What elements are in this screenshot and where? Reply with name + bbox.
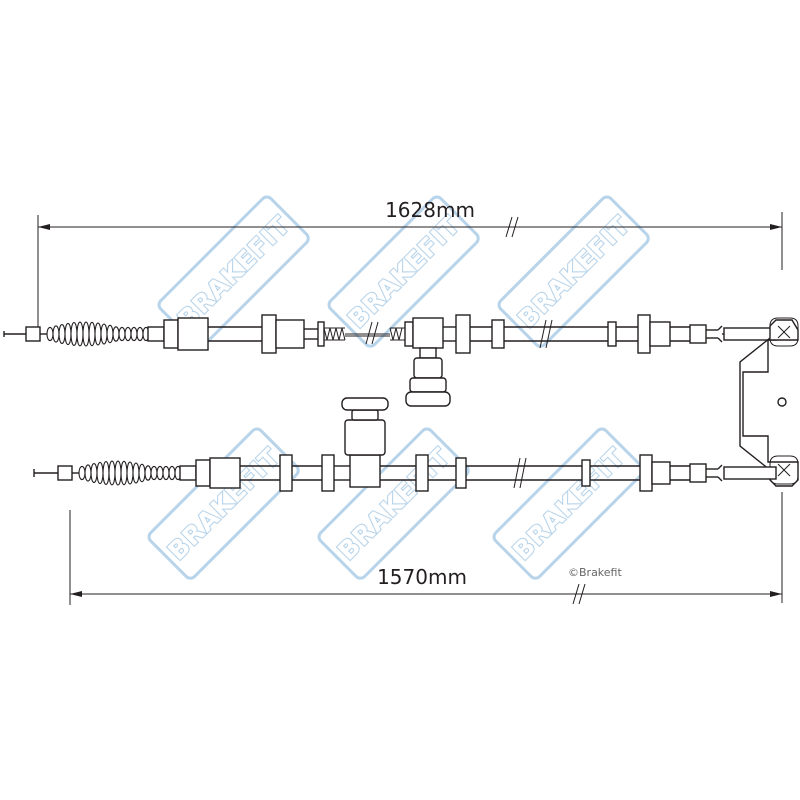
watermark-logo: BRAKEFIT xyxy=(317,427,470,580)
bellows-ring xyxy=(126,461,134,485)
bottom-dimension: 1570mm xyxy=(69,492,783,605)
bellows-ring xyxy=(96,461,104,485)
bellows-ring xyxy=(168,465,176,481)
bellows-ring xyxy=(76,321,84,347)
bellows-ring xyxy=(78,465,86,481)
bellows-ring xyxy=(162,465,170,481)
bottom-dimension-label: 1570mm xyxy=(377,565,467,589)
watermark-logo: BRAKEFIT xyxy=(492,427,645,580)
bellows-ring xyxy=(70,322,78,346)
bellows-ring xyxy=(124,326,132,342)
bellows-ring xyxy=(144,465,152,481)
bellows-ring xyxy=(150,465,158,481)
bellows-ring xyxy=(138,463,146,483)
bellows-ring xyxy=(94,322,102,346)
top-dimension: 1628mm xyxy=(37,198,783,332)
top-cable xyxy=(3,314,777,407)
top-dimension-label: 1628mm xyxy=(385,198,475,222)
bellows-ring xyxy=(108,460,116,486)
bellows-ring xyxy=(120,460,128,486)
bellows-ring xyxy=(52,325,60,343)
bellows-ring xyxy=(156,465,164,481)
bellows-ring xyxy=(132,462,140,484)
bellows-ring xyxy=(114,460,122,486)
bellows-ring xyxy=(90,463,98,483)
watermark-logo: BRAKEFIT xyxy=(497,195,650,348)
bellows-ring xyxy=(58,324,66,344)
bellows-ring xyxy=(102,461,110,485)
bellows-ring xyxy=(118,326,126,342)
bellows-ring xyxy=(88,321,96,347)
bellows-ring xyxy=(136,326,144,342)
bellows-ring xyxy=(130,326,138,342)
bellows-ring xyxy=(84,464,92,482)
bellows-ring xyxy=(106,324,114,344)
mounting-bracket xyxy=(739,317,799,487)
bellows-ring xyxy=(64,322,72,346)
bellows-ring xyxy=(46,326,54,342)
bellows-ring xyxy=(100,323,108,345)
bellows-top xyxy=(46,321,150,347)
bellows-bottom xyxy=(78,460,182,486)
copyright-text: ©Brakefit xyxy=(568,566,622,579)
bellows-ring xyxy=(82,321,90,347)
watermark-logo: BRAKEFIT xyxy=(147,427,300,580)
watermark-frame xyxy=(492,427,645,580)
bottom-cable xyxy=(33,397,777,492)
bellows-ring xyxy=(112,326,120,342)
watermark-frame xyxy=(327,195,480,348)
